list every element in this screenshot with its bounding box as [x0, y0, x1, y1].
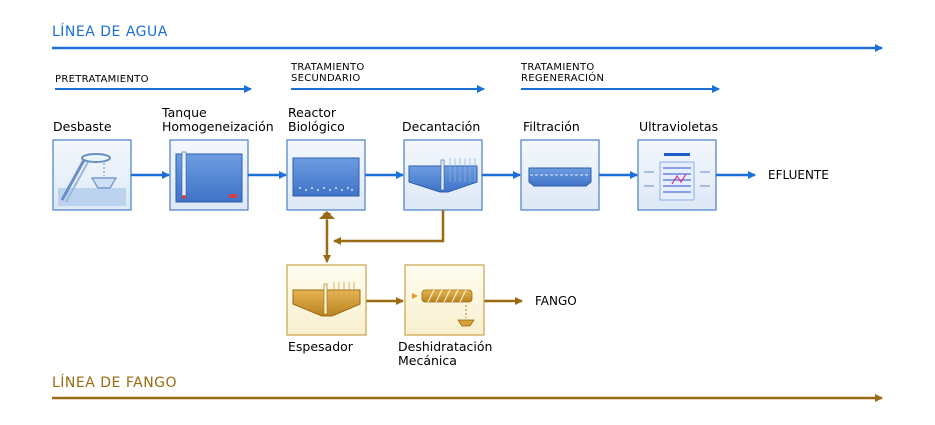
reactor-icon [286, 139, 366, 211]
water-line-title: LÍNEA DE AGUA [52, 23, 168, 40]
sludge-flow-arrows [323, 210, 523, 305]
stage-label-desbaste: Desbaste [53, 119, 112, 134]
uv-lamp-icon [637, 139, 717, 211]
thickener-icon [286, 264, 367, 336]
effluent-label: EFLUENTE [768, 168, 829, 182]
screening-icon [52, 139, 132, 211]
stage-label-filtracion: Filtración [523, 119, 580, 134]
stage-label-decantacion: Decantación [402, 119, 480, 134]
section-pretreatment: PRETRATAMIENTO [55, 74, 149, 85]
stage-label-espesador: Espesador [288, 339, 354, 354]
filter-icon [520, 139, 600, 211]
arrow-head-up-icon [319, 211, 335, 219]
stage-label-tanque: Tanque Homogeneización [161, 105, 274, 134]
stage-label-reactor: Reactor Biológico [288, 105, 345, 134]
section-secondary: TRATAMIENTO SECUNDARIO [290, 62, 368, 84]
dewatering-screw-icon [404, 264, 485, 336]
sludge-output-label: FANGO [535, 294, 577, 308]
clarifier-icon [403, 139, 483, 211]
sludge-line-title: LÍNEA DE FANGO [52, 374, 177, 391]
tank-icon [169, 139, 249, 211]
stage-label-deshidratacion: Deshidratación Mecánica [398, 339, 496, 368]
stage-label-ultravioletas: Ultravioletas [639, 119, 718, 134]
section-regeneration: TRATAMIENTO REGENERACIÓN [520, 62, 604, 84]
